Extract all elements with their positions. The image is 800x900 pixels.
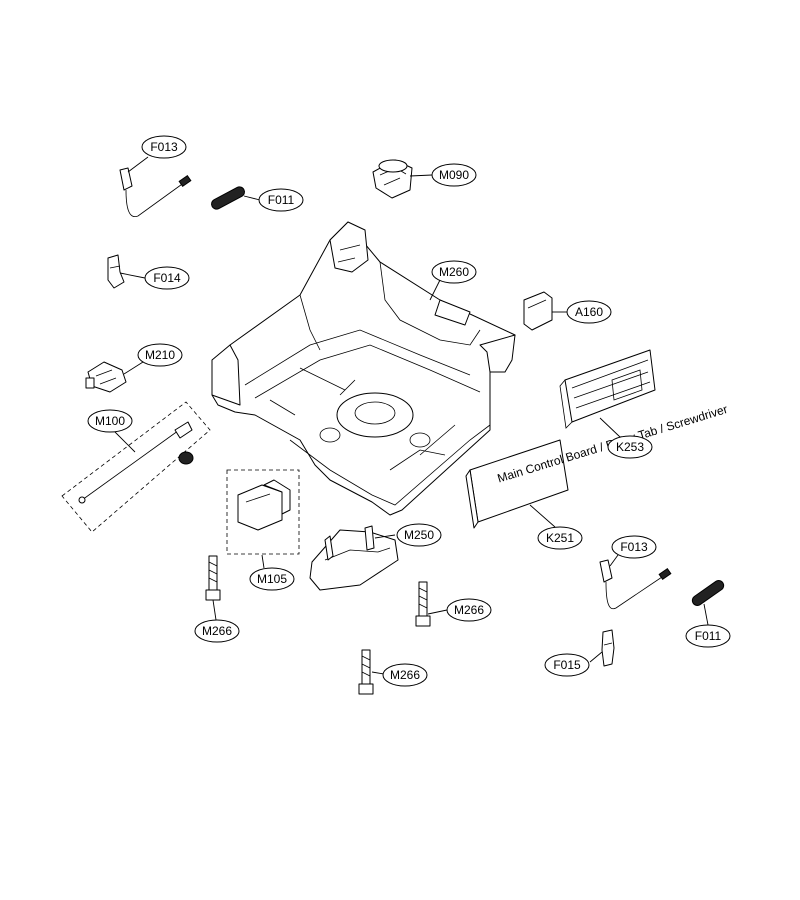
callout-f013-top: F013	[141, 135, 187, 159]
callout-label: M100	[95, 414, 125, 428]
callout-label: M260	[439, 265, 469, 279]
callout-f011-top: F011	[258, 188, 304, 212]
f011-top-part	[211, 186, 245, 210]
callout-label: M266	[202, 624, 232, 638]
m266-center-part	[415, 581, 431, 627]
callout-f013-bottom: F013	[611, 535, 657, 559]
k251-part: Main Control Board / Relay Tab / Screwdr…	[465, 402, 729, 529]
callout-m100: M100	[87, 409, 133, 433]
callout-m266-bottom: M266	[382, 663, 428, 687]
callout-label: M266	[454, 603, 484, 617]
callout-m210: M210	[137, 343, 183, 367]
a160-part	[523, 291, 553, 331]
k253-part	[559, 349, 656, 429]
callout-m250: M250	[396, 523, 442, 547]
callout-m266-left: M266	[194, 619, 240, 643]
callout-label: F013	[150, 140, 178, 154]
callout-label: M105	[257, 572, 287, 586]
callout-label: F015	[553, 658, 581, 672]
callout-label: F014	[153, 271, 181, 285]
callout-m105: M105	[249, 567, 295, 591]
callout-label: A160	[575, 305, 603, 319]
m250-part	[309, 525, 399, 591]
callout-label: K253	[616, 440, 644, 454]
callout-f011-bottom: F011	[685, 624, 731, 648]
callout-k251: K251	[537, 526, 583, 550]
callout-label: F011	[695, 629, 722, 643]
callout-k253: K253	[607, 435, 653, 459]
callout-m090: M090	[431, 163, 477, 187]
callout-f014: F014	[144, 266, 190, 290]
callout-m266-center: M266	[446, 598, 492, 622]
m266-left-part	[205, 555, 221, 601]
m210-part	[85, 361, 127, 393]
callout-f015: F015	[544, 653, 590, 677]
callout-label: K251	[546, 531, 574, 545]
callout-label: M090	[439, 168, 469, 182]
callout-a160: A160	[566, 300, 612, 324]
m090-part	[372, 159, 413, 199]
leader-lines	[114, 156, 709, 675]
f013-bottom-part	[599, 559, 672, 610]
base-frame-part	[211, 221, 516, 516]
f013-top-part	[119, 167, 192, 218]
f011-bottom-part	[691, 580, 725, 606]
callout-m260: M260	[431, 260, 477, 284]
callout-label: M210	[145, 348, 175, 362]
callout-label: M266	[390, 668, 420, 682]
callout-label: F011	[268, 193, 295, 207]
callout-label: M250	[404, 528, 434, 542]
f015-part	[601, 629, 615, 667]
f014-part	[107, 254, 125, 289]
m266-bottom-part	[358, 649, 374, 695]
m100-group-part	[61, 401, 211, 533]
callout-label: F013	[620, 540, 648, 554]
m105-group-part	[226, 469, 300, 555]
